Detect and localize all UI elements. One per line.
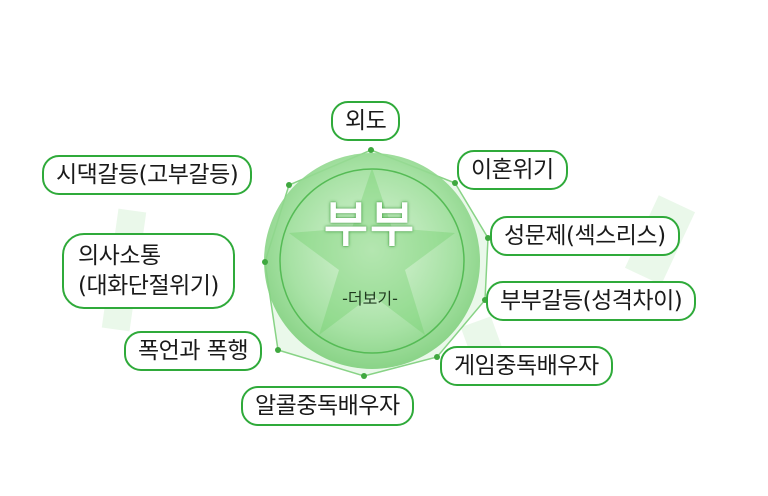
hub-inner-ring xyxy=(279,168,465,354)
topic-personality-conflict[interactable]: 부부갈등(성격차이) xyxy=(486,281,697,321)
topic-game-addiction[interactable]: 게임중독배우자 xyxy=(440,346,613,386)
topic-violence[interactable]: 폭언과 폭행 xyxy=(124,331,263,371)
hub-star xyxy=(289,168,455,335)
topic-communication-line1: 의사소통 xyxy=(78,243,161,269)
more-link[interactable]: -더보기- xyxy=(342,289,398,308)
topic-affair[interactable]: 외도 xyxy=(331,101,401,141)
topic-in-law-conflict[interactable]: 시댁갈등(고부갈등) xyxy=(42,155,253,195)
topic-sexless[interactable]: 성문제(섹스리스) xyxy=(490,216,680,256)
topic-alcohol-addiction[interactable]: 알콜중독배우자 xyxy=(241,386,414,426)
hub-title: 부부 xyxy=(323,197,417,253)
topic-divorce-crisis[interactable]: 이혼위기 xyxy=(457,150,568,190)
topic-communication-line2: (대화단절위기) xyxy=(78,273,219,299)
hub-disc xyxy=(264,153,480,369)
topic-communication[interactable]: 의사소통 (대화단절위기) xyxy=(62,233,235,309)
